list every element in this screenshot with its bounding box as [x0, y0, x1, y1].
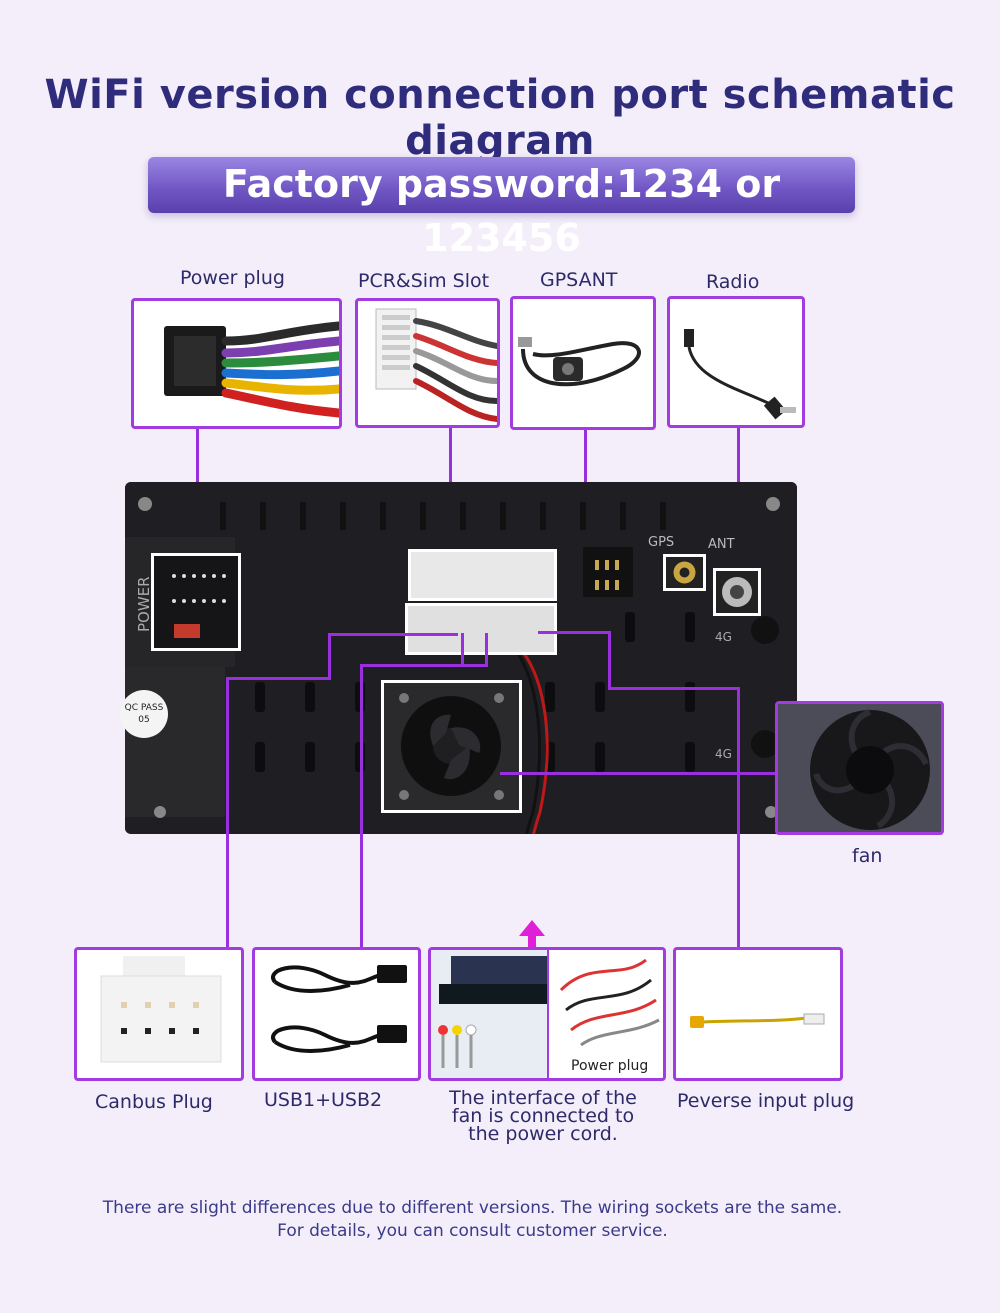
- label-fan-interface-line2: fan is connected to: [451, 1105, 635, 1127]
- arrow-up-icon: [519, 920, 545, 950]
- connector-line-gps-vertical: [584, 430, 587, 498]
- radio-antenna-image: [667, 296, 805, 428]
- connector-line-fan: [500, 772, 778, 775]
- canbus-plug-image: [74, 947, 244, 1081]
- label-canbus-plug: Canbus Plug: [95, 1091, 213, 1113]
- ant-text: ANT: [708, 537, 735, 552]
- label-power-plug-inner: Power plug: [571, 1058, 649, 1074]
- fan-image: [775, 701, 944, 835]
- connector-line-usb-a: [461, 633, 464, 666]
- label-fan-interface-line1: The interface of the: [449, 1087, 637, 1109]
- usb-cables-image: [252, 947, 421, 1081]
- page-title: WiFi version connection port schematic d…: [44, 72, 956, 164]
- connector-line-reverse-v1: [608, 631, 611, 689]
- radio-port-highlight: [713, 568, 761, 616]
- connector-line-usb-h: [360, 664, 488, 667]
- label-fan-interface: The interface of the fan is connected to…: [428, 1087, 658, 1145]
- gps-port-highlight: [663, 554, 706, 591]
- connector-line-reverse-v2: [737, 687, 740, 950]
- label-gpsant: GPSANT: [540, 269, 618, 291]
- power-socket-highlight: [151, 553, 241, 651]
- connector-line-reverse-h1: [538, 631, 610, 634]
- pcr-sim-slot-image: [355, 298, 500, 428]
- footer-note-line1: There are slight differences due to diff…: [102, 1198, 843, 1218]
- pcr-sim-socket-highlight: [408, 549, 557, 601]
- connector-line-canbus-v1: [328, 633, 331, 678]
- reverse-input-plug-image: [673, 947, 843, 1081]
- power-plug-image: [131, 298, 342, 429]
- label-fan-interface-line3: the power cord.: [468, 1123, 618, 1145]
- footer-note-line2: For details, you can consult customer se…: [277, 1221, 668, 1241]
- connector-line-reverse-h2: [608, 687, 739, 690]
- label-usb1-usb2: USB1+USB2: [264, 1089, 383, 1111]
- factory-password-banner: Factory password:1234 or 123456: [148, 157, 855, 260]
- connector-line-canbus-h2: [226, 677, 331, 680]
- gps-text: GPS: [648, 535, 675, 550]
- fan-highlight: [381, 680, 522, 813]
- qc-pass-sticker: QC PASS 05: [120, 690, 168, 738]
- fourg-text-2: 4G: [715, 747, 732, 761]
- connector-line-usb-b: [485, 633, 488, 666]
- fourg-text-1: 4G: [715, 630, 732, 644]
- multi-socket-highlight: [405, 603, 557, 655]
- connector-line-usb-v: [360, 664, 363, 950]
- fan-power-interface-image: Power plug: [428, 947, 666, 1081]
- label-reverse-input-plug: Peverse input plug: [677, 1090, 855, 1112]
- label-power-plug: Power plug: [180, 267, 285, 289]
- connector-line-canbus-h: [328, 633, 458, 636]
- label-fan: fan: [852, 845, 883, 867]
- label-pcr-sim-slot: PCR&Sim Slot: [358, 270, 490, 292]
- connector-line-canbus-v2: [226, 677, 229, 950]
- label-radio: Radio: [706, 271, 760, 293]
- gpsant-image: [510, 296, 656, 430]
